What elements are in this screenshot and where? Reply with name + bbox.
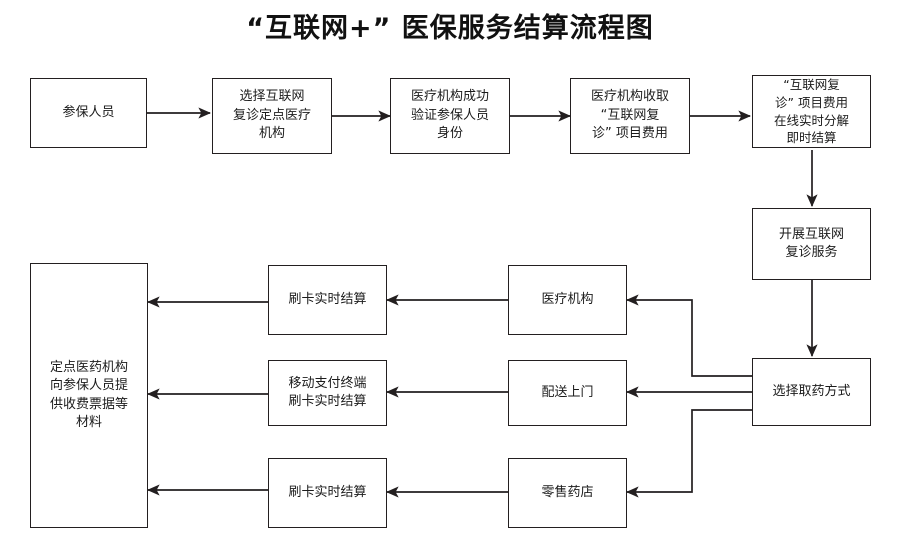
node-medical-institution[interactable]: 医疗机构 xyxy=(508,265,627,335)
node-retail-pharmacy-label: 零售药店 xyxy=(541,484,594,500)
node-home-delivery-label: 配送上门 xyxy=(541,384,594,400)
node-verify-identity[interactable]: 医疗机构成功 验证参保人员 身份 xyxy=(390,78,510,154)
node-collect-fee[interactable]: 医疗机构收取 “互联网复 诊” 项目费用 xyxy=(570,78,690,154)
node-medical-institution-label: 医疗机构 xyxy=(541,291,594,307)
node-retail-pharmacy[interactable]: 零售药店 xyxy=(508,458,627,528)
node-select-institution-label: 选择互联网 复诊定点医疗 机构 xyxy=(232,89,311,142)
node-card-settlement-2-label: 刷卡实时结算 xyxy=(288,484,367,500)
node-card-settlement-2[interactable]: 刷卡实时结算 xyxy=(268,458,387,528)
node-choose-pickup[interactable]: 选择取药方式 xyxy=(752,358,871,426)
node-provide-service[interactable]: 开展互联网 复诊服务 xyxy=(752,208,871,280)
node-mobile-pay-settlement[interactable]: 移动支付终端 刷卡实时结算 xyxy=(268,360,387,426)
node-card-settlement-1-label: 刷卡实时结算 xyxy=(288,291,367,307)
page-title: “互联网+” 医保服务结算流程图 xyxy=(246,13,654,44)
node-provide-receipts-label: 定点医药机构 向参保人员提 供收费票据等 材料 xyxy=(49,359,128,430)
node-home-delivery[interactable]: 配送上门 xyxy=(508,360,627,426)
edge-pickup-to-pharmacy xyxy=(625,409,752,498)
node-online-settlement-label: “互联网复 诊” 项目费用 在线实时分解 即时结算 xyxy=(773,77,849,146)
node-card-settlement-1[interactable]: 刷卡实时结算 xyxy=(268,265,387,335)
node-insured-person[interactable]: 参保人员 xyxy=(30,78,147,148)
node-online-settlement[interactable]: “互联网复 诊” 项目费用 在线实时分解 即时结算 xyxy=(752,75,871,148)
edge-pickup-to-medical xyxy=(625,294,752,377)
node-mobile-pay-settlement-label: 移动支付终端 刷卡实时结算 xyxy=(288,375,367,409)
node-provide-service-label: 开展互联网 复诊服务 xyxy=(778,226,844,260)
node-collect-fee-label: 医疗机构收取 “互联网复 诊” 项目费用 xyxy=(590,89,669,142)
node-provide-receipts[interactable]: 定点医药机构 向参保人员提 供收费票据等 材料 xyxy=(30,263,148,528)
node-choose-pickup-label: 选择取药方式 xyxy=(772,383,851,399)
node-verify-identity-label: 医疗机构成功 验证参保人员 身份 xyxy=(410,89,489,142)
node-insured-person-label: 参保人员 xyxy=(62,104,115,120)
node-select-institution[interactable]: 选择互联网 复诊定点医疗 机构 xyxy=(212,78,332,154)
